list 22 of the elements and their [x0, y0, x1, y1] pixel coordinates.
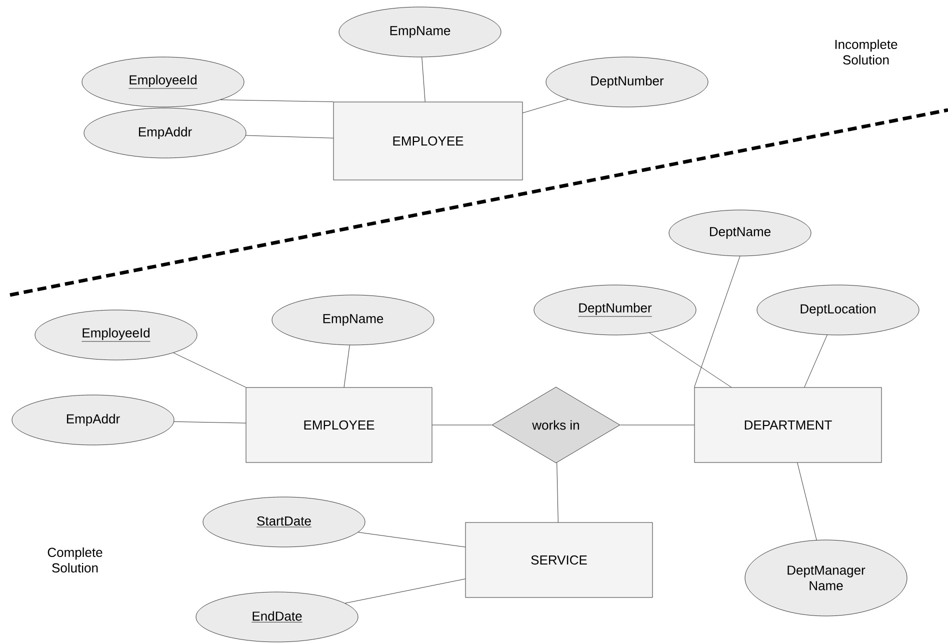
section-label: Incomplete Solution — [835, 39, 898, 64]
section-label: Complete Solution — [48, 547, 102, 572]
connector-line — [246, 135, 334, 138]
connector-line — [522, 99, 569, 114]
connector-line — [422, 56, 426, 102]
connector-line — [556, 462, 558, 522]
connector-line — [174, 421, 246, 424]
connector-line — [620, 424, 694, 426]
connector-line — [649, 332, 732, 388]
connector-line — [694, 256, 740, 388]
connector-line — [344, 344, 350, 388]
connector-line — [358, 532, 466, 548]
entity-box: EMPLOYEE — [333, 102, 523, 180]
connector-line — [797, 462, 817, 540]
entity-box: SERVICE — [465, 522, 653, 598]
entity-box: EMPLOYEE — [246, 387, 432, 463]
entity-box: DEPARTMENT — [694, 387, 882, 463]
connector-line — [173, 352, 246, 388]
connector-line — [344, 578, 466, 604]
connector-line — [432, 424, 492, 426]
connector-line — [220, 100, 334, 102]
connector-line — [804, 334, 828, 388]
